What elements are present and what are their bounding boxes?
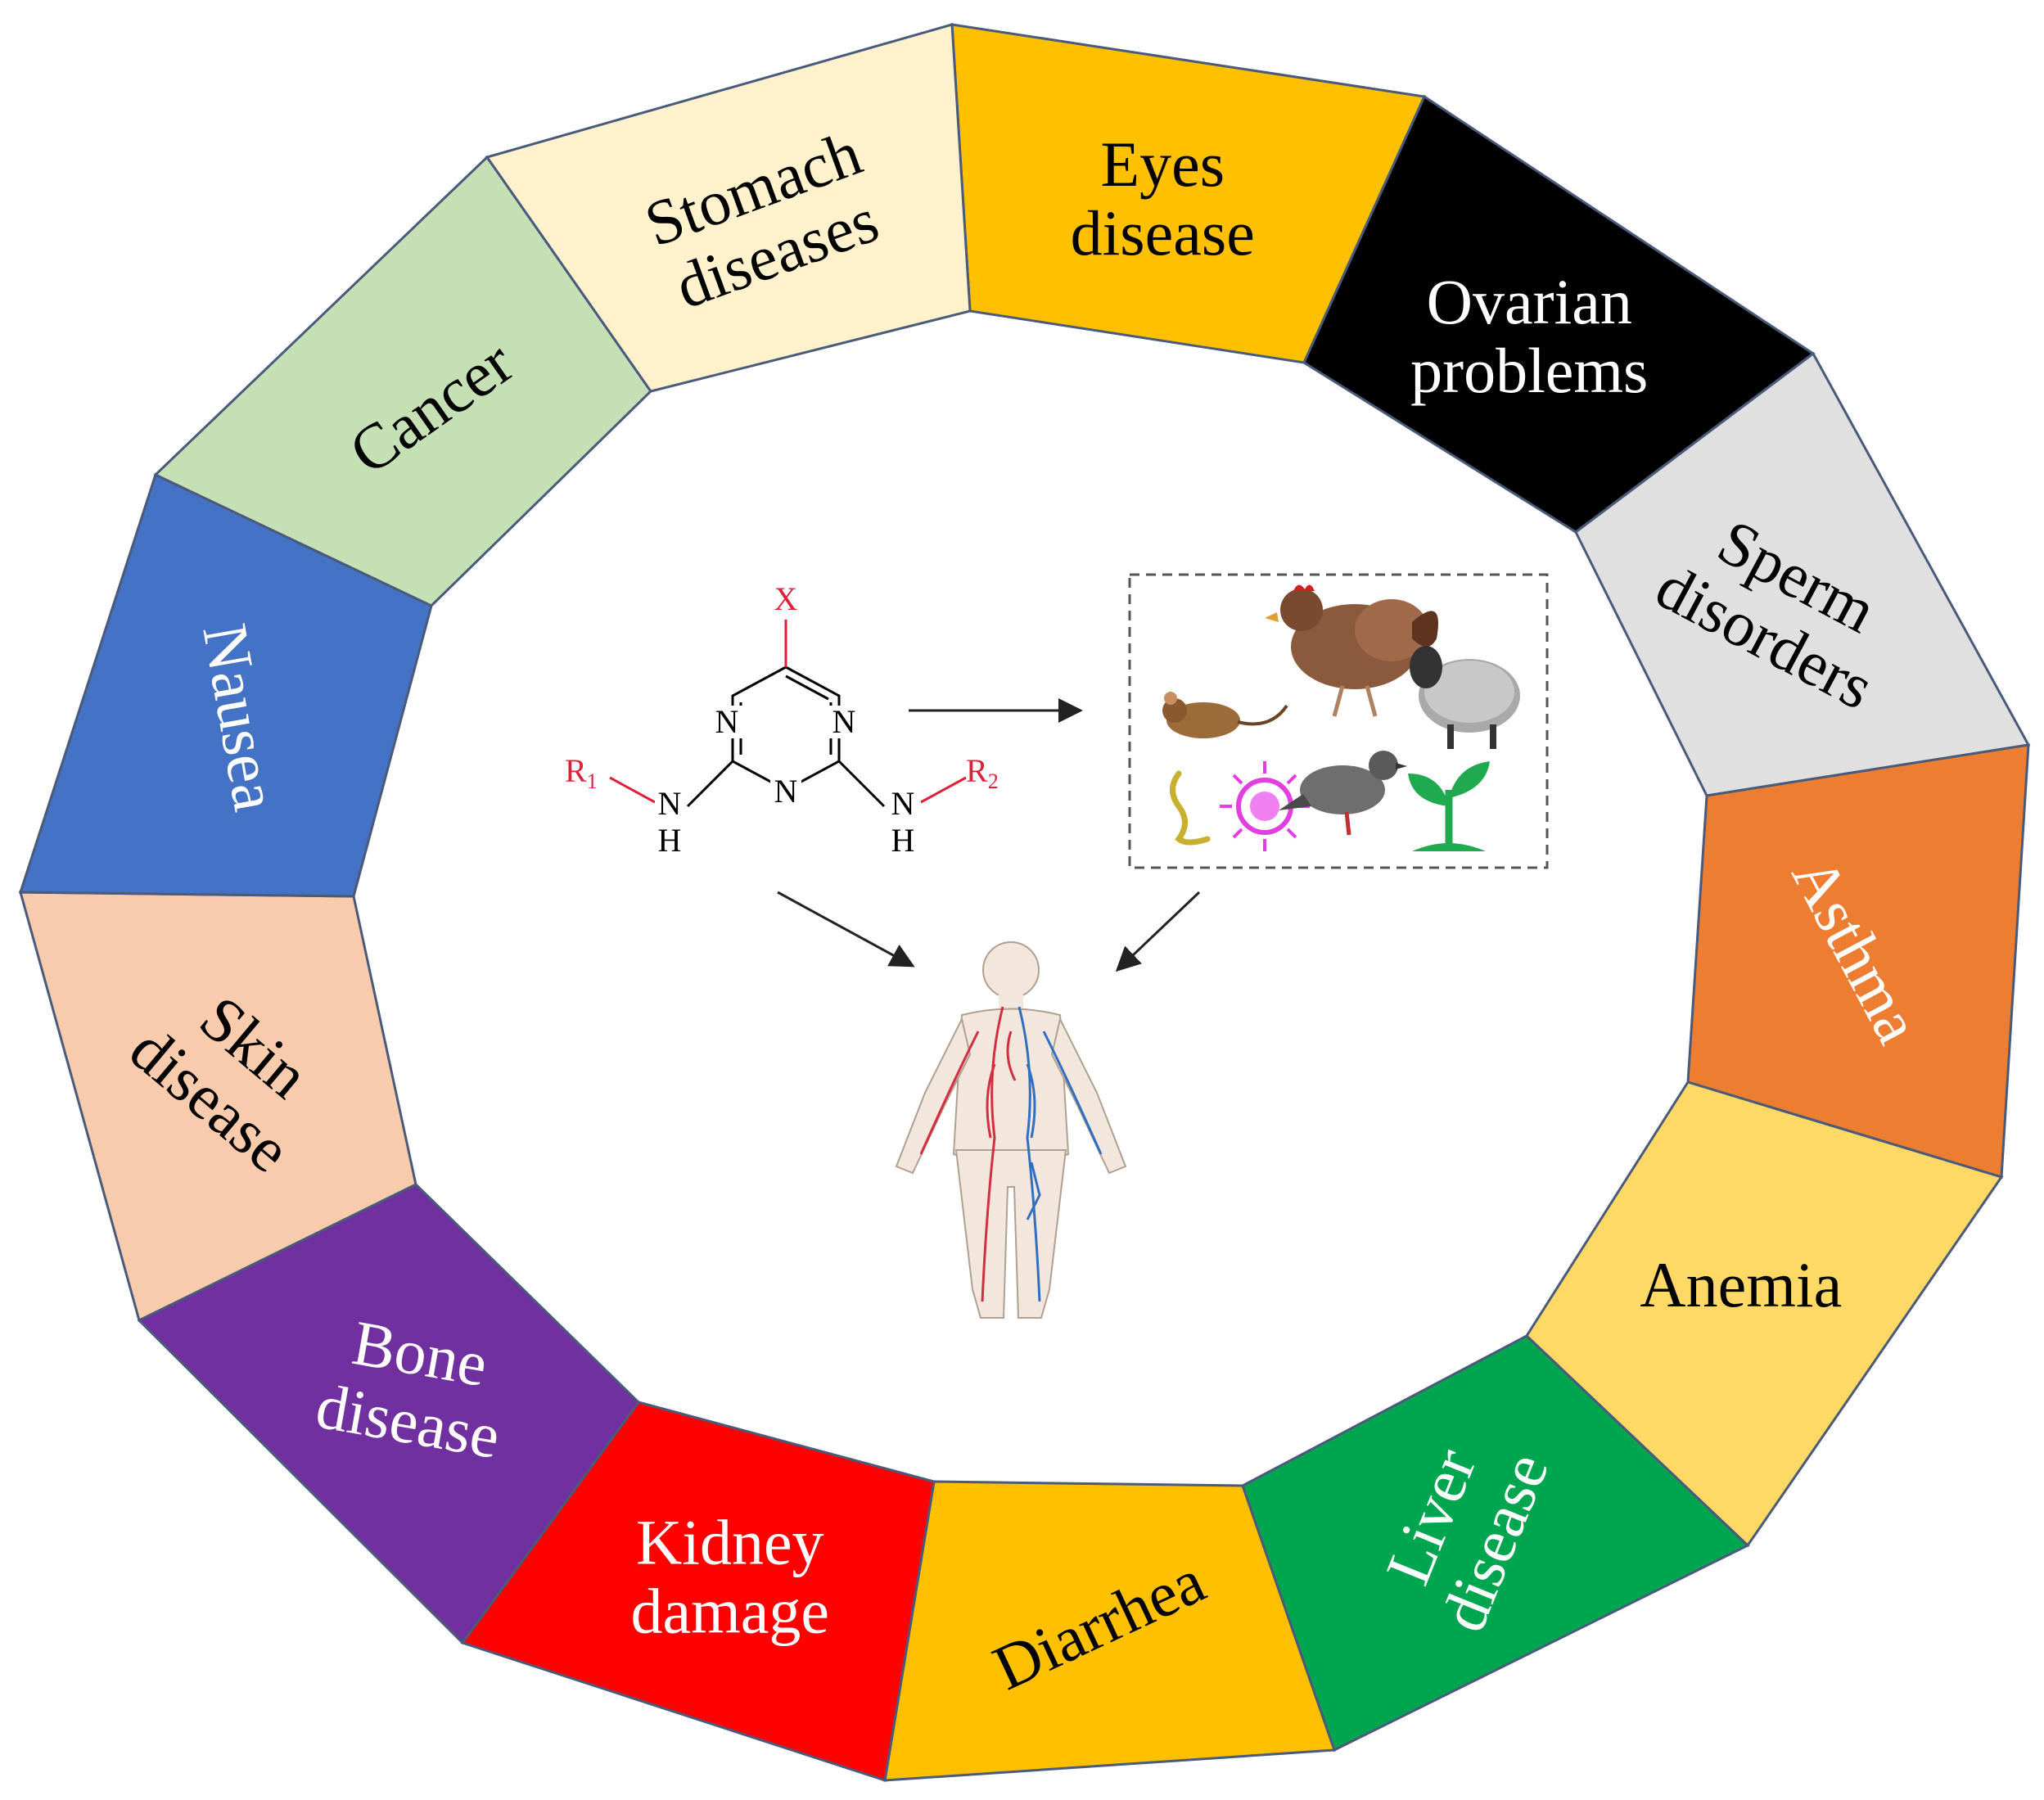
nh-left-h: H [658, 822, 682, 859]
arrow-organisms-to-human [1115, 891, 1201, 972]
plant-icon [1408, 761, 1490, 851]
label-ovarian-line-1: problems [1410, 335, 1648, 406]
r2-bond [920, 776, 967, 804]
triazine-ring [731, 665, 841, 792]
label-kidney-line-0: Kidney [636, 1506, 824, 1577]
worm-icon [1170, 770, 1211, 846]
label-eyes-line-0: Eyes [1100, 129, 1225, 200]
r1-label: R1 [565, 752, 598, 793]
label-anemia-line-0: Anemia [1640, 1249, 1842, 1320]
ring-atom-n-right: N [832, 703, 856, 740]
ring-atom-n-bottom: N [774, 773, 798, 810]
pigeon-icon [1279, 751, 1407, 836]
nh-left-n: N [658, 785, 682, 822]
arrow-molecule-to-human [777, 891, 915, 968]
label-eyes-line-1: disease [1071, 197, 1255, 268]
r2-label: R2 [966, 752, 999, 793]
substituent-x: X [774, 580, 798, 617]
human-body-icon [895, 941, 1127, 1319]
triazine-molecule: X N N N N H N H R1 R2 [565, 580, 999, 859]
r1-bond [609, 776, 656, 804]
hen-icon [1265, 584, 1438, 717]
segment-stomach [485, 23, 972, 393]
disease-ring [18, 23, 2031, 1782]
label-ovarian-line-0: Ovarian [1427, 266, 1632, 337]
ring-atom-n-left: N [715, 703, 739, 740]
sheep-icon [1410, 646, 1520, 749]
label-anemia: Anemia [1640, 1249, 1842, 1320]
mouse-icon [1162, 692, 1288, 738]
nh-right-h: H [891, 822, 915, 859]
label-kidney-line-1: damage [630, 1575, 829, 1646]
organisms-box [1128, 573, 1549, 869]
nh-right-n: N [891, 785, 915, 822]
